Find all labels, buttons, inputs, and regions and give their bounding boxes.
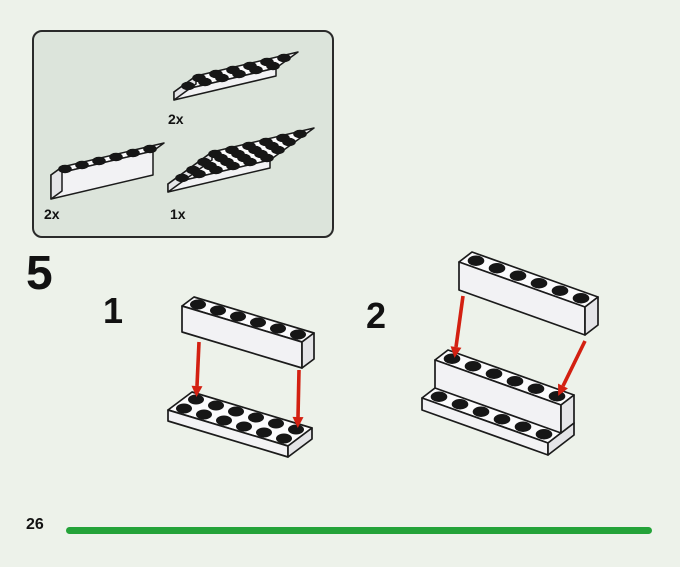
page-number: 26: [26, 516, 44, 533]
substep-1-label: 1: [103, 290, 124, 331]
step2-arrow-left: [450, 295, 465, 358]
figure-parts-plate-2x6: [173, 51, 299, 101]
part-count-brick-1x6: 2x: [44, 206, 60, 222]
figure-step1-plate-2x6: [167, 391, 313, 458]
part-count-plate-4x6: 1x: [170, 206, 186, 222]
figure-step2-assembled-brick-1x6: [434, 349, 575, 434]
figure-step2-brick-1x6: [458, 251, 599, 336]
part-count-plate-2x6: 2x: [168, 111, 184, 127]
figure-parts-brick-1x6: [50, 142, 165, 200]
figure-step1-brick-1x6: [181, 296, 315, 369]
step2-arrow-right: [558, 340, 587, 396]
step1-arrow-left: [191, 341, 203, 397]
substep-2-label: 2: [366, 295, 387, 336]
step-number: 5: [26, 247, 53, 300]
step1-arrow-right: [292, 369, 304, 428]
footer-accent-bar: [66, 527, 652, 534]
figure-parts-plate-4x6: [167, 127, 315, 193]
